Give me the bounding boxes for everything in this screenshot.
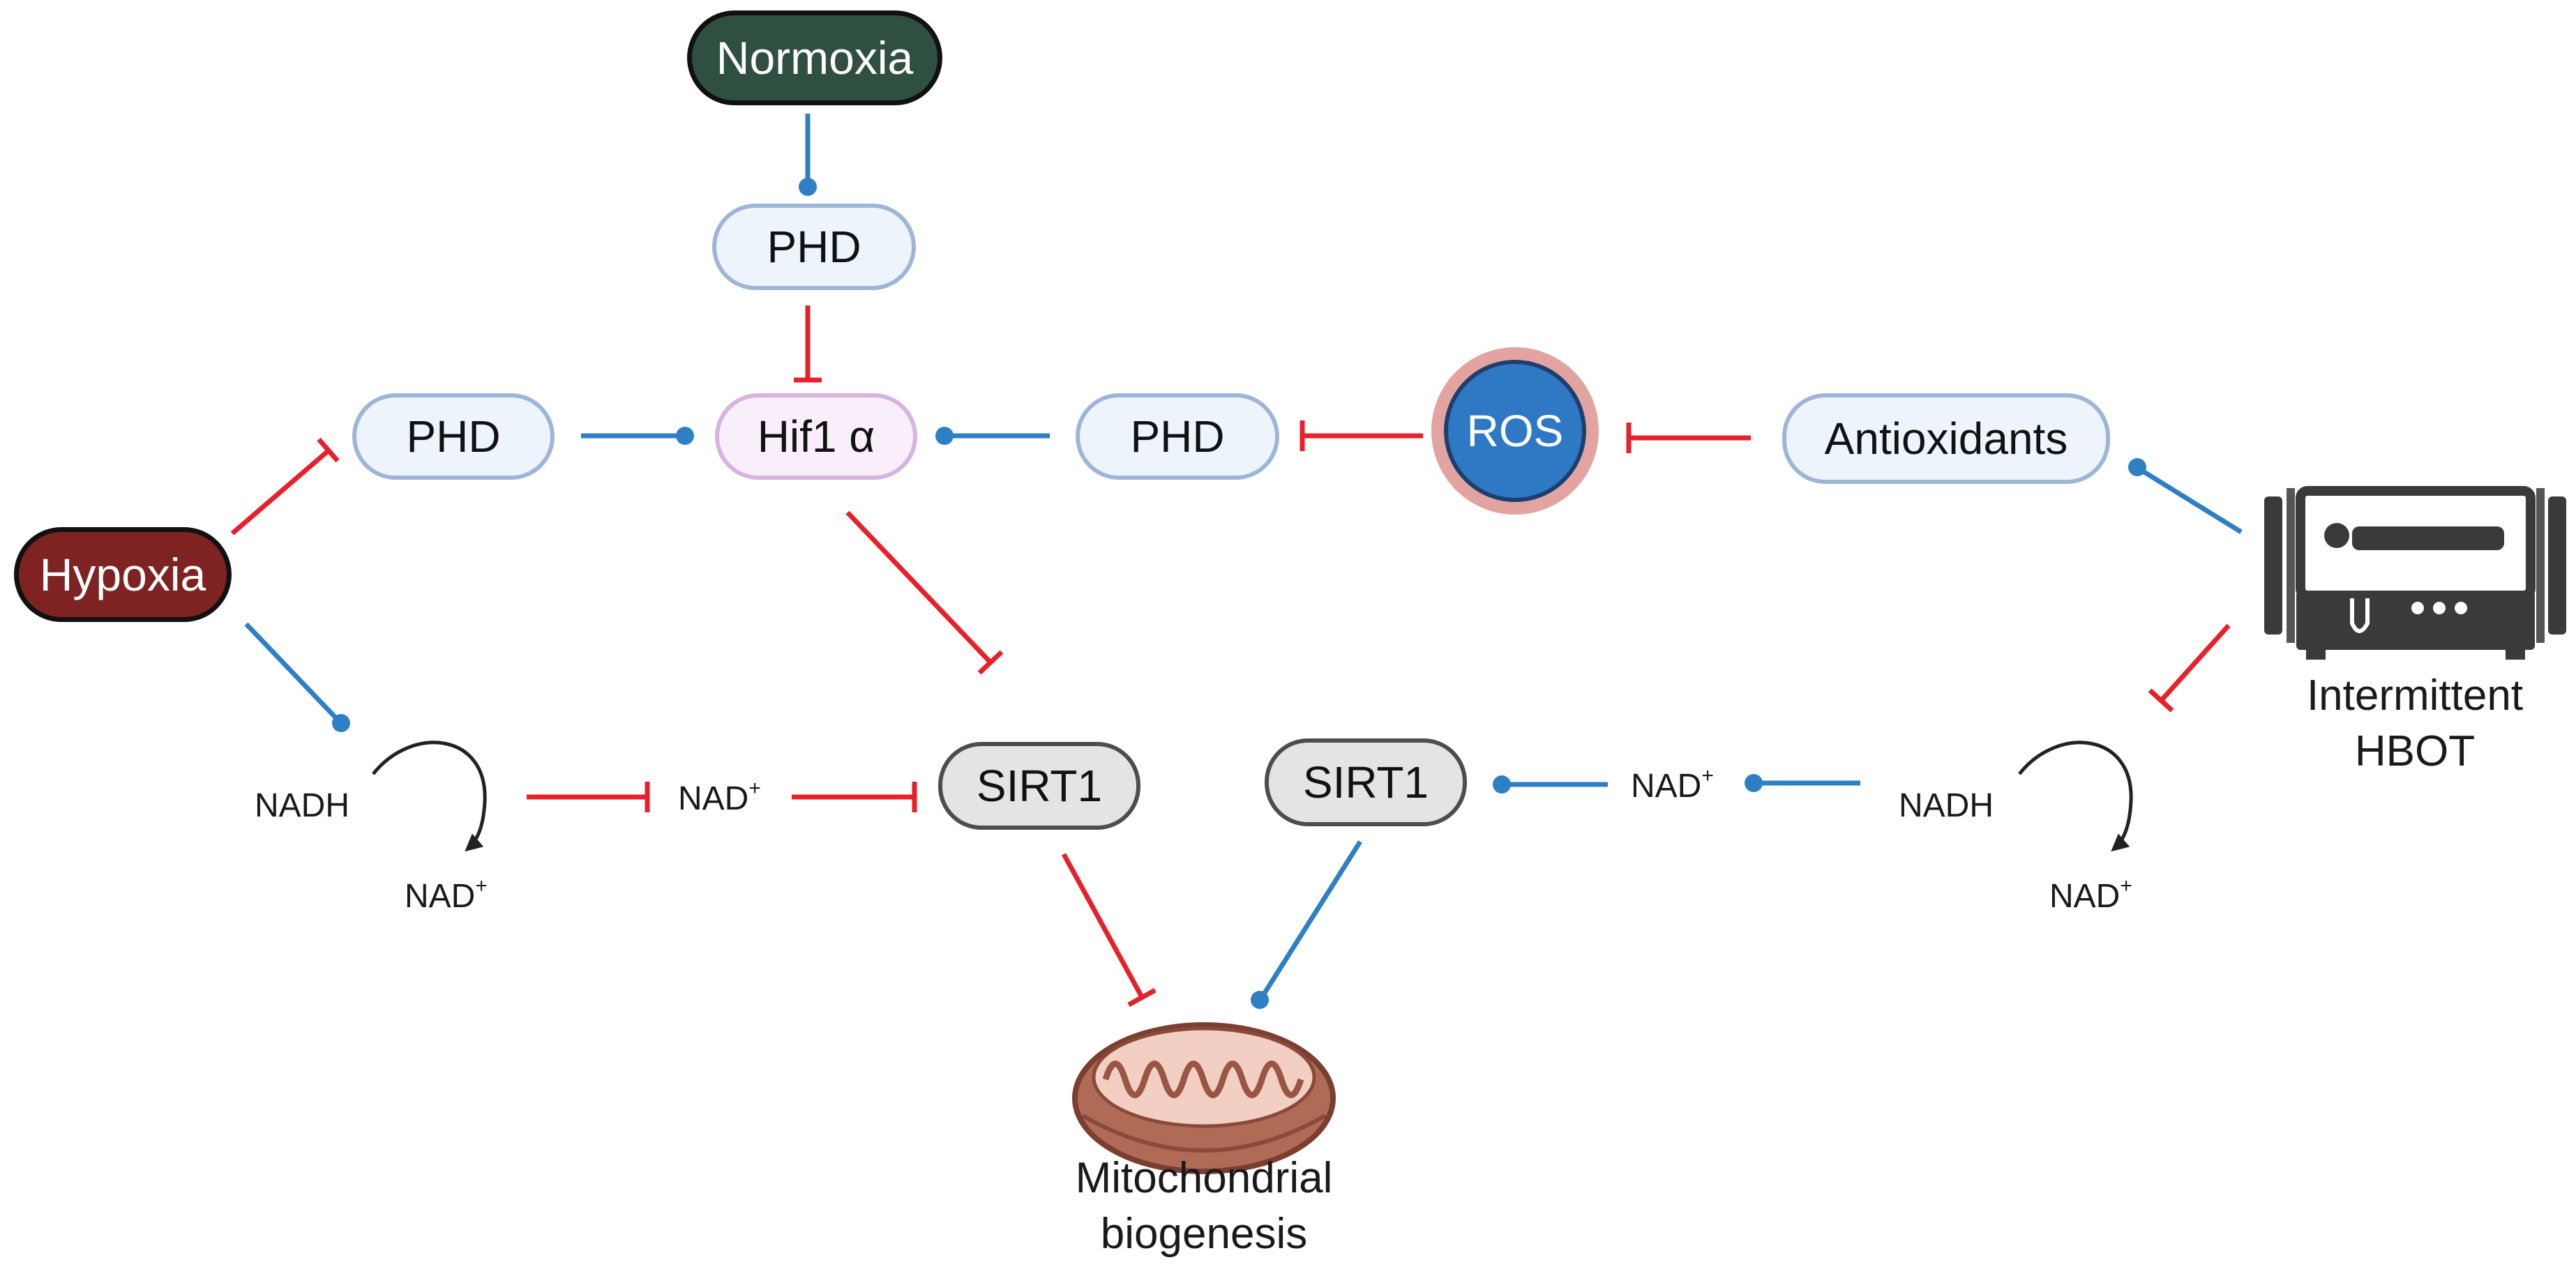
link-sirt1-right-mito [1251, 840, 1362, 1009]
nadh-left-label: NADH [255, 787, 350, 824]
link-hbot-antioxidants [2128, 458, 2243, 534]
link-hypoxia-phd-left [230, 437, 340, 536]
link-antioxidants-ros [1626, 423, 1751, 453]
link-phd-top-hif1a [794, 305, 822, 383]
hyperbaric-chamber-icon [2264, 486, 2566, 660]
mitochondrial-biogenesis-label: Mitochondrial biogenesis [1075, 1154, 1333, 1258]
phd-top-label: PHD [767, 222, 861, 272]
sirt1-left-label: SIRT1 [976, 761, 1103, 811]
intermittent-hbot-label: Intermittent HBOT [2306, 671, 2524, 775]
cycle-arrow-icon [372, 741, 487, 852]
link-nad-sirt1-left [792, 782, 917, 812]
nadh-right-label: NADH [1899, 787, 1994, 824]
hif1a-label: Hif1 α [757, 411, 875, 462]
nad-left-bottom-label: NAD+ [405, 874, 488, 915]
hif1a-node: Hif1 α [715, 393, 917, 480]
sirt1-left-node: SIRT1 [938, 742, 1140, 830]
mitochondrion-icon [1072, 1022, 1336, 1174]
link-ros-phd-right [1300, 420, 1423, 451]
link-phd-left-hif1a [581, 427, 694, 445]
sirt1-right-node: SIRT1 [1265, 738, 1467, 826]
nad-right-bottom-label: NAD+ [2049, 874, 2132, 915]
link-phd-right-hif1a [935, 427, 1050, 445]
nad-right-mid-label: NAD+ [1631, 764, 1714, 805]
phd-right-label: PHD [1130, 411, 1225, 462]
normoxia-node: Normoxia [687, 10, 942, 105]
phd-top-node: PHD [712, 204, 916, 290]
link-hif1a-sirt1-left [845, 510, 1004, 675]
hypoxia-label: Hypoxia [39, 549, 206, 600]
link-hbot-nadh-right [2148, 623, 2231, 713]
link-nadh-right-nad [1745, 774, 1860, 792]
link-nad-sirt1-right [1493, 775, 1608, 794]
hypoxia-node: Hypoxia [14, 527, 232, 622]
link-normoxia-phd [799, 114, 817, 196]
ros-node: ROS [1444, 360, 1586, 502]
ros-label: ROS [1466, 406, 1564, 456]
normoxia-label: Normoxia [716, 32, 914, 84]
link-nadh-nad-left [527, 782, 650, 812]
sirt1-right-label: SIRT1 [1302, 757, 1429, 807]
link-sirt1-left-mito [1061, 853, 1157, 1008]
cycle-arrow-icon [2018, 741, 2133, 852]
phd-left-label: PHD [406, 411, 501, 462]
phd-right-node: PHD [1076, 393, 1279, 480]
nad-left-mid-label: NAD+ [678, 777, 761, 817]
phd-left-node: PHD [352, 393, 555, 480]
antioxidants-label: Antioxidants [1824, 413, 2068, 464]
link-hypoxia-nadh [244, 622, 350, 732]
antioxidants-node: Antioxidants [1782, 393, 2110, 484]
